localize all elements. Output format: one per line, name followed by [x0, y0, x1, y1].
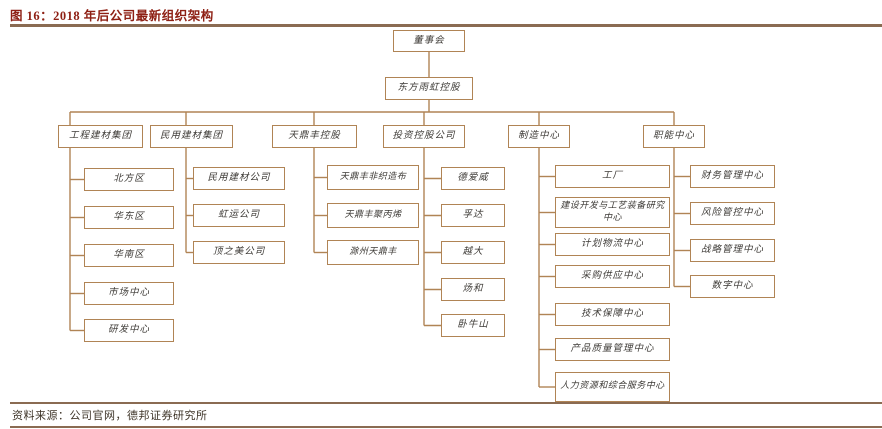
org-box-child: 越大	[441, 241, 505, 264]
org-box-board: 董事会	[393, 30, 465, 52]
org-box-group-functional: 职能中心	[643, 125, 705, 148]
org-box-child: 顶之美公司	[193, 241, 285, 264]
org-box-child: 市场中心	[84, 282, 174, 305]
org-box-child: 技术保障中心	[555, 303, 670, 326]
source-rule	[10, 402, 882, 405]
org-box-child: 采购供应中心	[555, 265, 670, 288]
org-box-child: 人力资源和综合服务中心	[555, 372, 670, 402]
org-box-group-tiandingfeng: 天鼎丰控股	[272, 125, 357, 148]
org-box-child: 建设开发与工艺装备研究中心	[555, 197, 670, 228]
org-box-child: 计划物流中心	[555, 233, 670, 256]
org-box-child: 民用建材公司	[193, 167, 285, 190]
org-box-child: 财务管理中心	[690, 165, 775, 188]
org-box-child: 德爱威	[441, 167, 505, 190]
org-box-child: 卧牛山	[441, 314, 505, 337]
org-box-child: 天鼎丰聚丙烯	[327, 203, 419, 228]
org-box-child: 华南区	[84, 244, 174, 267]
org-box-child: 孚达	[441, 204, 505, 227]
org-box-child: 工厂	[555, 165, 670, 188]
org-box-child: 风险管控中心	[690, 202, 775, 225]
org-box-child: 北方区	[84, 168, 174, 191]
bottom-edge-rule	[10, 426, 882, 428]
org-box-child: 数字中心	[690, 275, 775, 298]
title-rule	[10, 24, 882, 27]
org-box-child: 天鼎丰非织造布	[327, 165, 419, 190]
source-note: 资料来源：公司官网，德邦证券研究所	[12, 409, 208, 422]
org-box-group-manufacturing: 制造中心	[508, 125, 570, 148]
org-box-group-investment: 投资控股公司	[383, 125, 465, 148]
org-box-holding: 东方雨虹控股	[385, 77, 473, 100]
org-box-child: 滁州天鼎丰	[327, 240, 419, 265]
org-box-child: 炀和	[441, 278, 505, 301]
org-box-group-engineering: 工程建材集团	[58, 125, 143, 148]
org-box-child: 虹运公司	[193, 204, 285, 227]
org-box-child: 华东区	[84, 206, 174, 229]
org-box-child: 战略管理中心	[690, 239, 775, 262]
org-box-group-civil: 民用建材集团	[150, 125, 233, 148]
figure-title: 图 16：2018 年后公司最新组织架构	[10, 9, 214, 23]
org-box-child: 研发中心	[84, 319, 174, 342]
org-box-child: 产品质量管理中心	[555, 338, 670, 361]
